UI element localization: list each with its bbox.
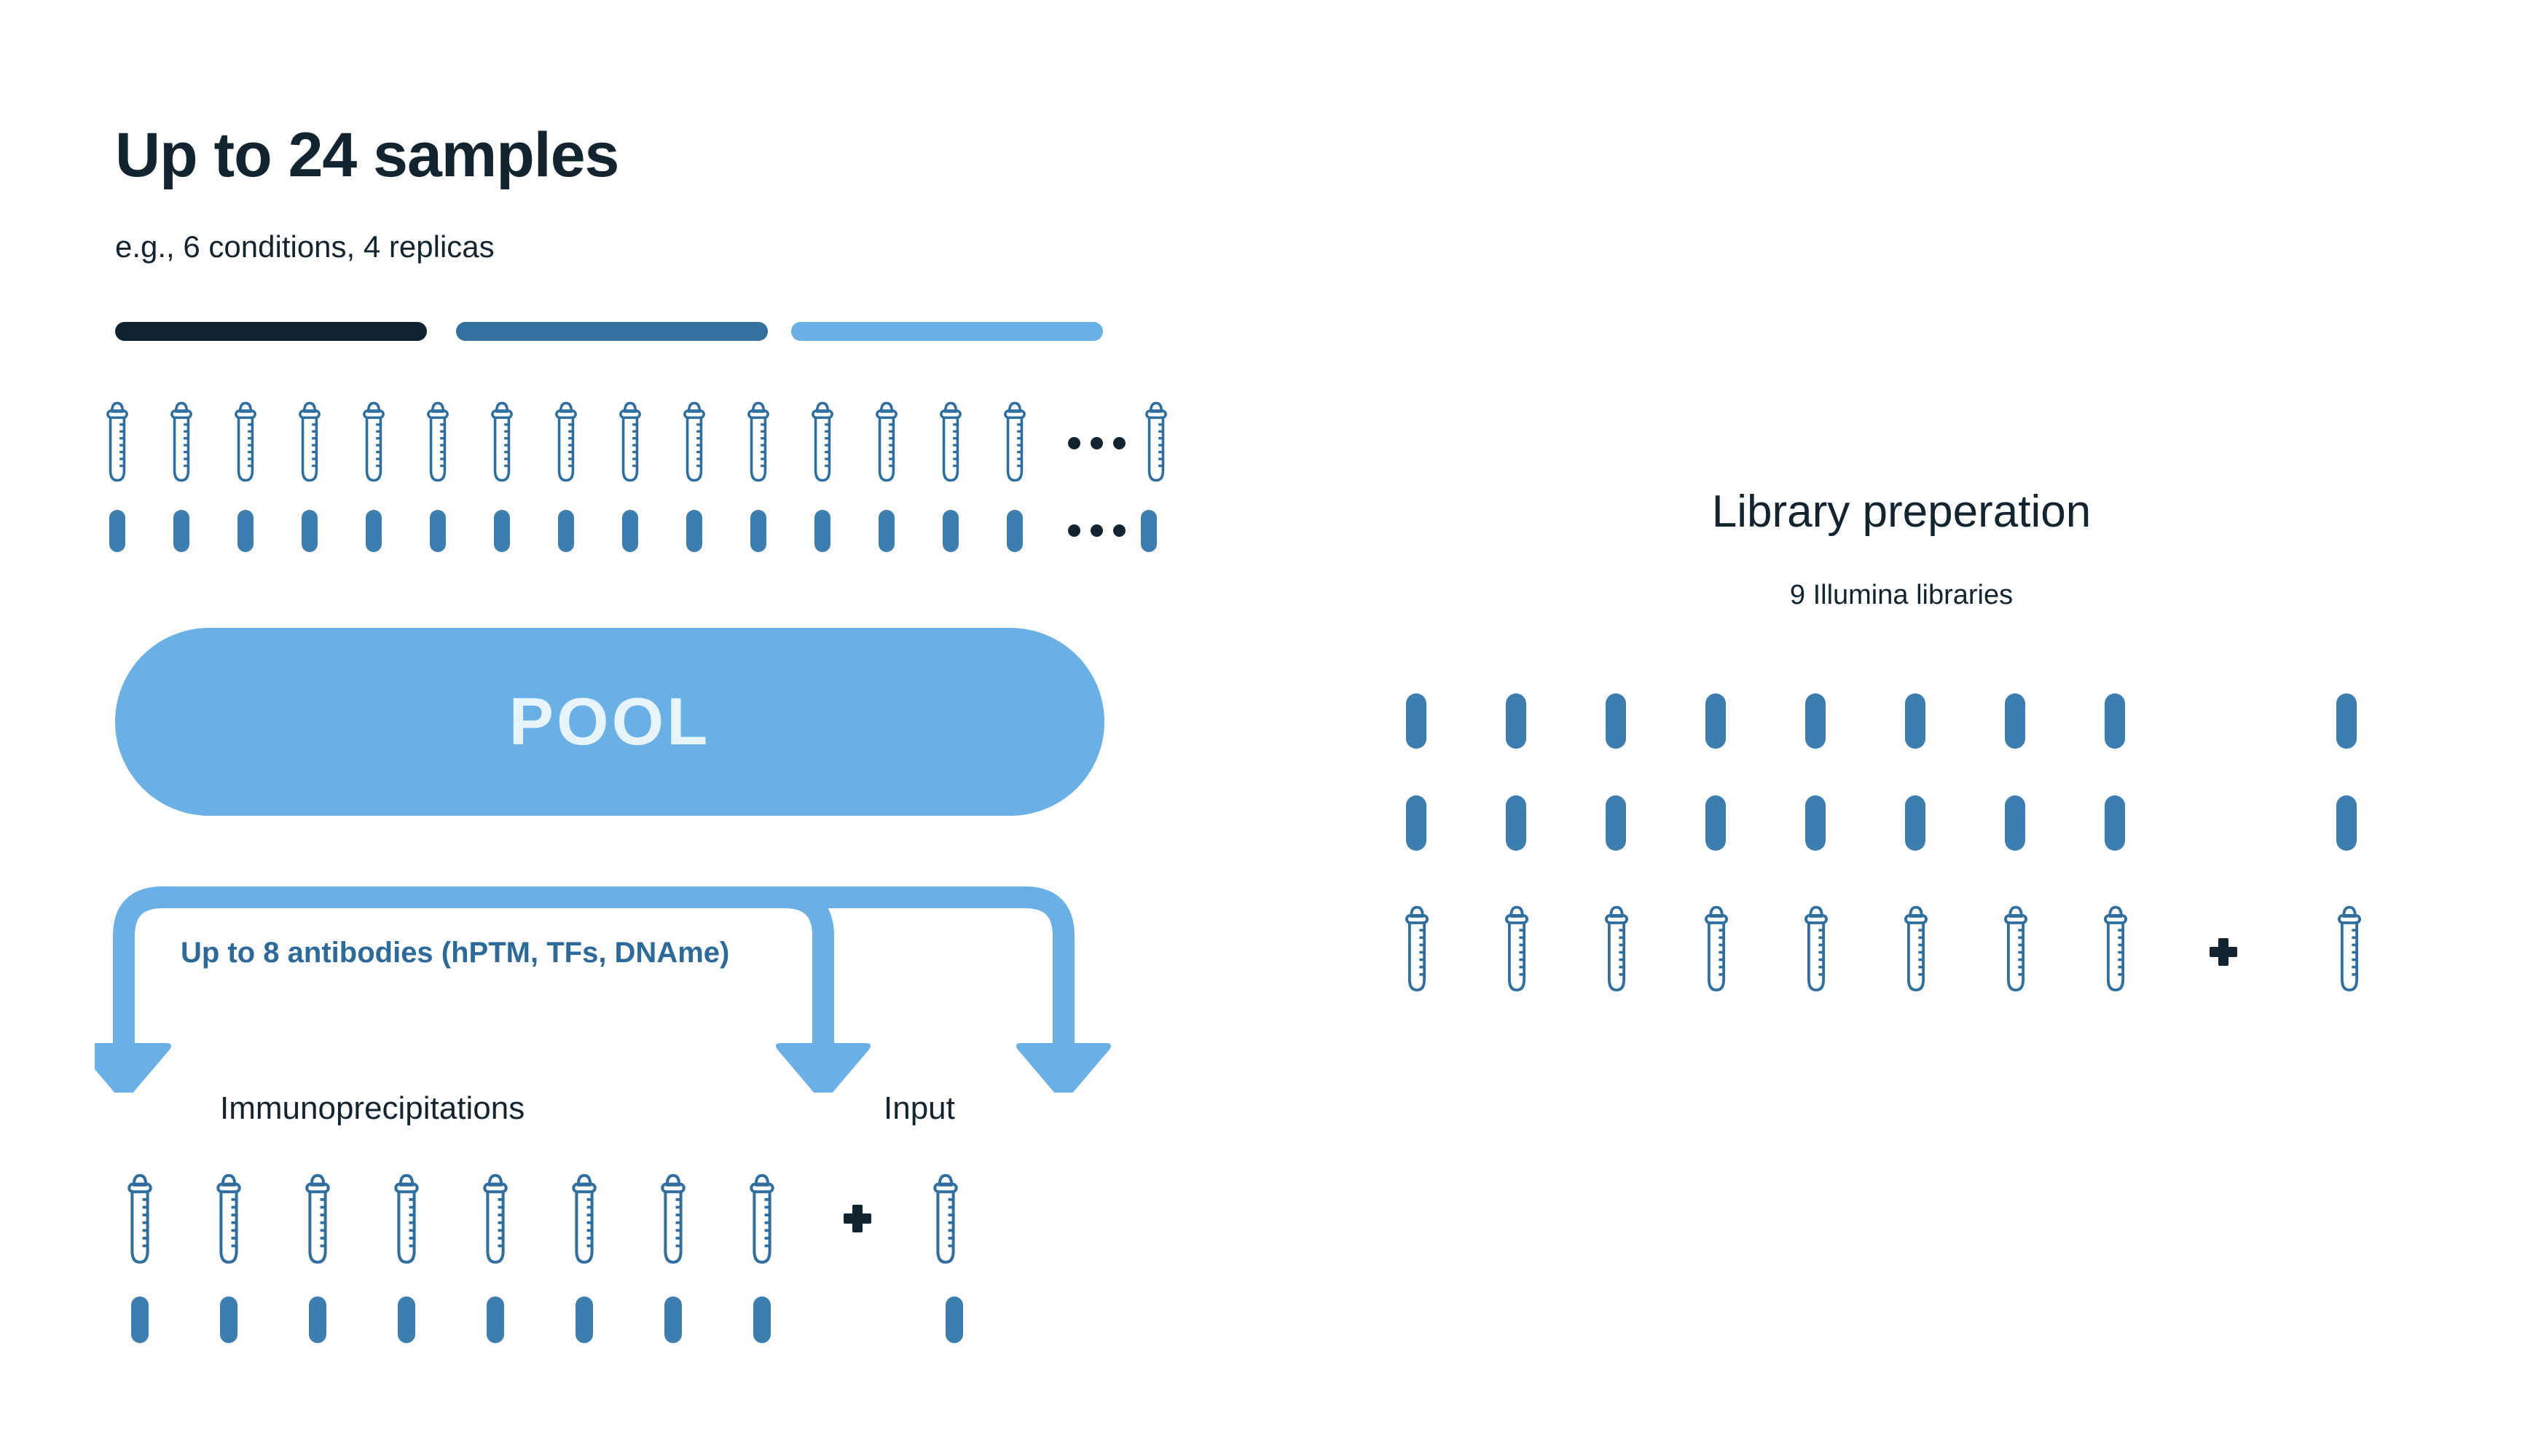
test-tube-icon: [1500, 903, 1533, 995]
test-tube-icon: [2333, 903, 2366, 995]
library-stick-icon: [1141, 510, 1157, 552]
library-stick-icon: [302, 510, 318, 552]
library-stick-icon: [1007, 510, 1023, 552]
library-stick-icon: [814, 510, 830, 552]
test-tube-icon: [102, 399, 133, 485]
test-tube-icon: [487, 399, 517, 485]
test-tube-icon: [294, 399, 325, 485]
input-label: Input: [884, 1090, 955, 1126]
test-tube-icon: [358, 399, 389, 485]
library-stick-icon: [622, 510, 638, 552]
test-tube-icon: [935, 399, 966, 485]
library-stick-icon: [487, 1296, 504, 1343]
antibody-bracket-label: Up to 8 antibodies (hPTM, TFs, DNAme): [181, 937, 730, 969]
library-stick-icon: [2005, 693, 2025, 749]
library-stick-icon: [1805, 693, 1826, 749]
library-stick-icon: [173, 510, 189, 552]
library-stick-icon: [366, 510, 382, 552]
library-stick-icon: [430, 510, 446, 552]
library-stick-icon: [237, 510, 254, 552]
library-stick-icon: [943, 510, 959, 552]
condition-bar-3: [791, 322, 1103, 341]
pool-label: POOL: [508, 685, 711, 759]
test-tube-icon: [211, 1171, 246, 1267]
library-stick-icon: [109, 510, 125, 552]
library-stick-icon: [686, 510, 702, 552]
plus-icon: [844, 1205, 871, 1232]
library-stick-icon: [2005, 795, 2025, 851]
immunoprecipitations-label: Immunoprecipitations: [220, 1090, 525, 1126]
library-stick-icon: [1705, 693, 1726, 749]
test-tube-icon: [807, 399, 838, 485]
antibody-split-bracket: [95, 881, 1129, 1093]
test-tube-icon: [1899, 903, 1933, 995]
test-tube-icon: [389, 1171, 424, 1267]
library-stick-icon: [398, 1296, 415, 1343]
library-stick-icon: [1506, 693, 1526, 749]
library-stick-icon: [946, 1296, 963, 1343]
library-stick-icon: [2336, 693, 2357, 749]
library-stick-icon: [1905, 795, 1925, 851]
test-tube-icon: [166, 399, 197, 485]
test-tube-icon: [300, 1171, 335, 1267]
library-stick-icon: [494, 510, 510, 552]
library-stick-icon: [1606, 795, 1626, 851]
library-stick-icon: [879, 510, 895, 552]
library-stick-icon: [664, 1296, 682, 1343]
test-tube-icon: [871, 399, 902, 485]
test-tube-icon: [743, 399, 774, 485]
test-tube-icon: [1141, 399, 1171, 485]
library-stick-icon: [1905, 693, 1925, 749]
library-stick-icon: [309, 1296, 326, 1343]
test-tube-icon: [230, 399, 261, 485]
library-stick-icon: [1506, 795, 1526, 851]
library-stick-icon: [131, 1296, 149, 1343]
library-stick-icon: [2105, 795, 2125, 851]
test-tube-icon: [1400, 903, 1434, 995]
ellipsis-icon: [1068, 437, 1126, 449]
library-prep-subtitle: 9 Illumina libraries: [1789, 580, 2014, 610]
library-stick-icon: [2105, 693, 2125, 749]
test-tube-icon: [423, 399, 453, 485]
test-tube-icon: [2099, 903, 2132, 995]
test-tube-icon: [679, 399, 710, 485]
library-stick-icon: [750, 510, 766, 552]
test-tube-icon: [1600, 903, 1633, 995]
page-title: Up to 24 samples: [115, 120, 619, 190]
library-stick-icon: [1705, 795, 1726, 851]
test-tube-icon: [928, 1171, 963, 1267]
library-stick-icon: [1406, 693, 1426, 749]
library-stick-icon: [2336, 795, 2357, 851]
page-subtitle: e.g., 6 conditions, 4 replicas: [115, 229, 495, 264]
test-tube-icon: [1000, 399, 1030, 485]
test-tube-icon: [1999, 903, 2033, 995]
test-tube-icon: [551, 399, 581, 485]
condition-bar-1: [115, 322, 427, 341]
test-tube-icon: [567, 1171, 602, 1267]
test-tube-icon: [615, 399, 645, 485]
library-stick-icon: [1406, 795, 1426, 851]
test-tube-icon: [122, 1171, 157, 1267]
ellipsis-icon: [1068, 524, 1126, 537]
library-stick-icon: [753, 1296, 771, 1343]
test-tube-icon: [478, 1171, 513, 1267]
test-tube-icon: [656, 1171, 691, 1267]
library-stick-icon: [1805, 795, 1826, 851]
pool-button[interactable]: POOL: [115, 628, 1104, 816]
test-tube-icon: [1700, 903, 1733, 995]
test-tube-icon: [745, 1171, 779, 1267]
plus-icon: [2210, 938, 2237, 966]
library-prep-title: Library preperation: [1711, 487, 2092, 537]
library-stick-icon: [1606, 693, 1626, 749]
library-stick-icon: [558, 510, 574, 552]
library-stick-icon: [220, 1296, 237, 1343]
library-stick-icon: [576, 1296, 593, 1343]
test-tube-icon: [1799, 903, 1833, 995]
condition-bar-2: [456, 322, 768, 341]
